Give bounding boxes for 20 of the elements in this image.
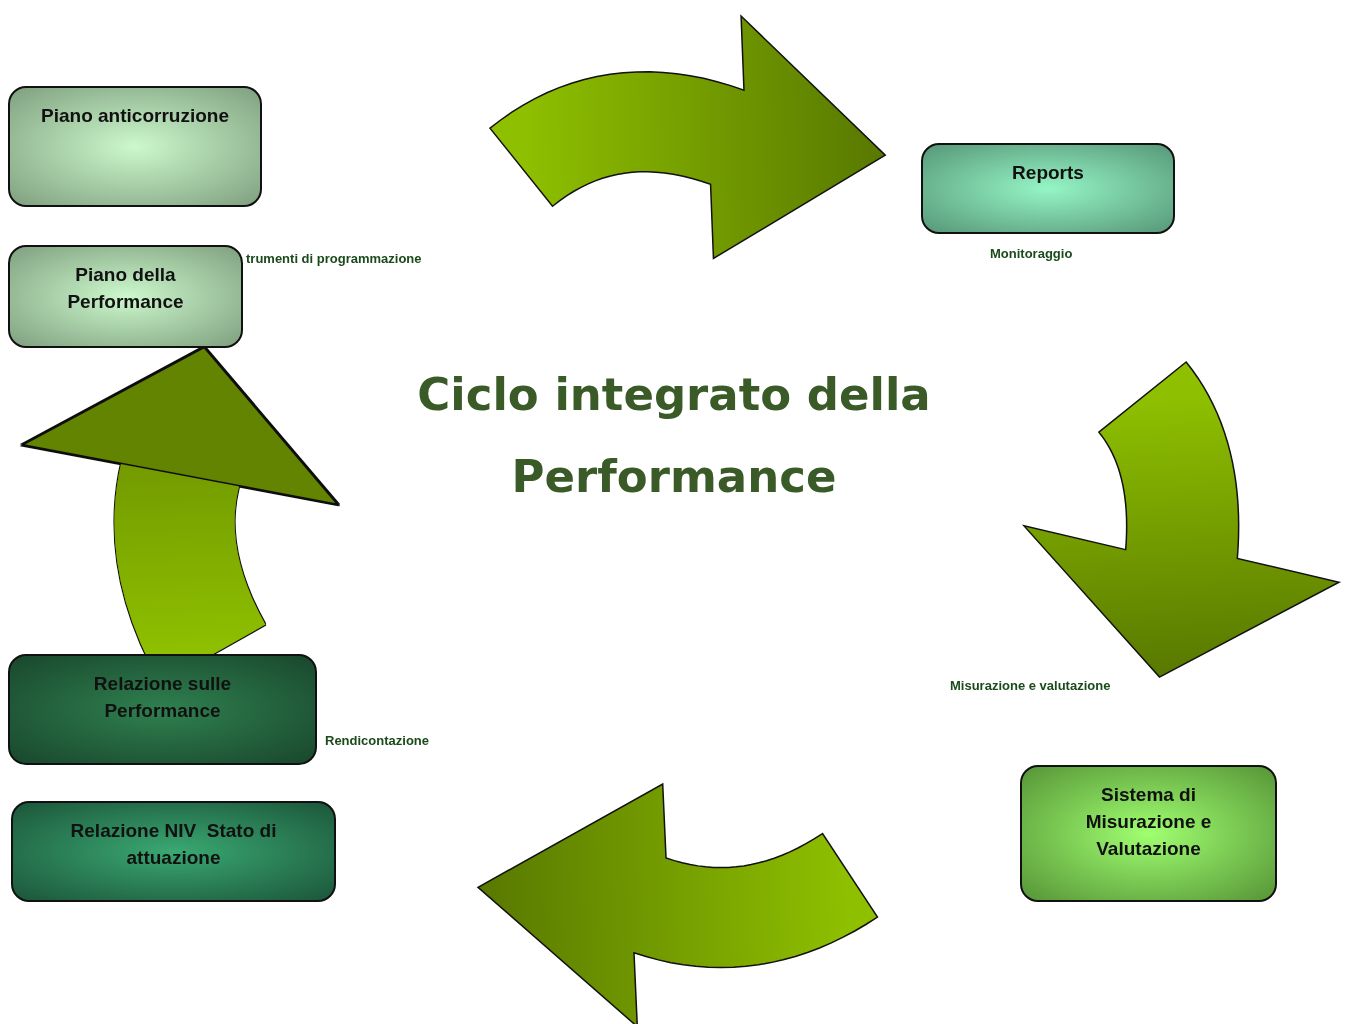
box-label: Piano della Performance	[66, 263, 185, 314]
curved-arrow	[489, 15, 885, 259]
diagram-title: Ciclo integrato della Performance	[416, 367, 932, 505]
rounded-box	[11, 801, 336, 902]
box-label: Sistema di Misurazione e Valutazione	[1084, 783, 1213, 861]
curved-arrow	[478, 783, 878, 1024]
rounded-box	[8, 654, 317, 765]
box-label: Piano anticorruzione	[40, 104, 230, 128]
phase-label: Rendicontazione	[325, 733, 429, 748]
rounded-box	[8, 245, 243, 348]
box-label: Reports	[1011, 161, 1085, 185]
box-label: Relazione NIV Stato di attuazione	[69, 819, 278, 870]
phase-label: trumenti di programmazione	[246, 251, 422, 266]
box-label: Relazione sulle Performance	[92, 672, 233, 723]
rounded-box	[8, 86, 262, 207]
phase-label: Monitoraggio	[990, 246, 1073, 261]
curved-arrow	[1024, 361, 1340, 677]
phase-label: Misurazione e valutazione	[950, 678, 1111, 693]
rounded-box	[1020, 765, 1277, 902]
rounded-box	[921, 143, 1175, 234]
